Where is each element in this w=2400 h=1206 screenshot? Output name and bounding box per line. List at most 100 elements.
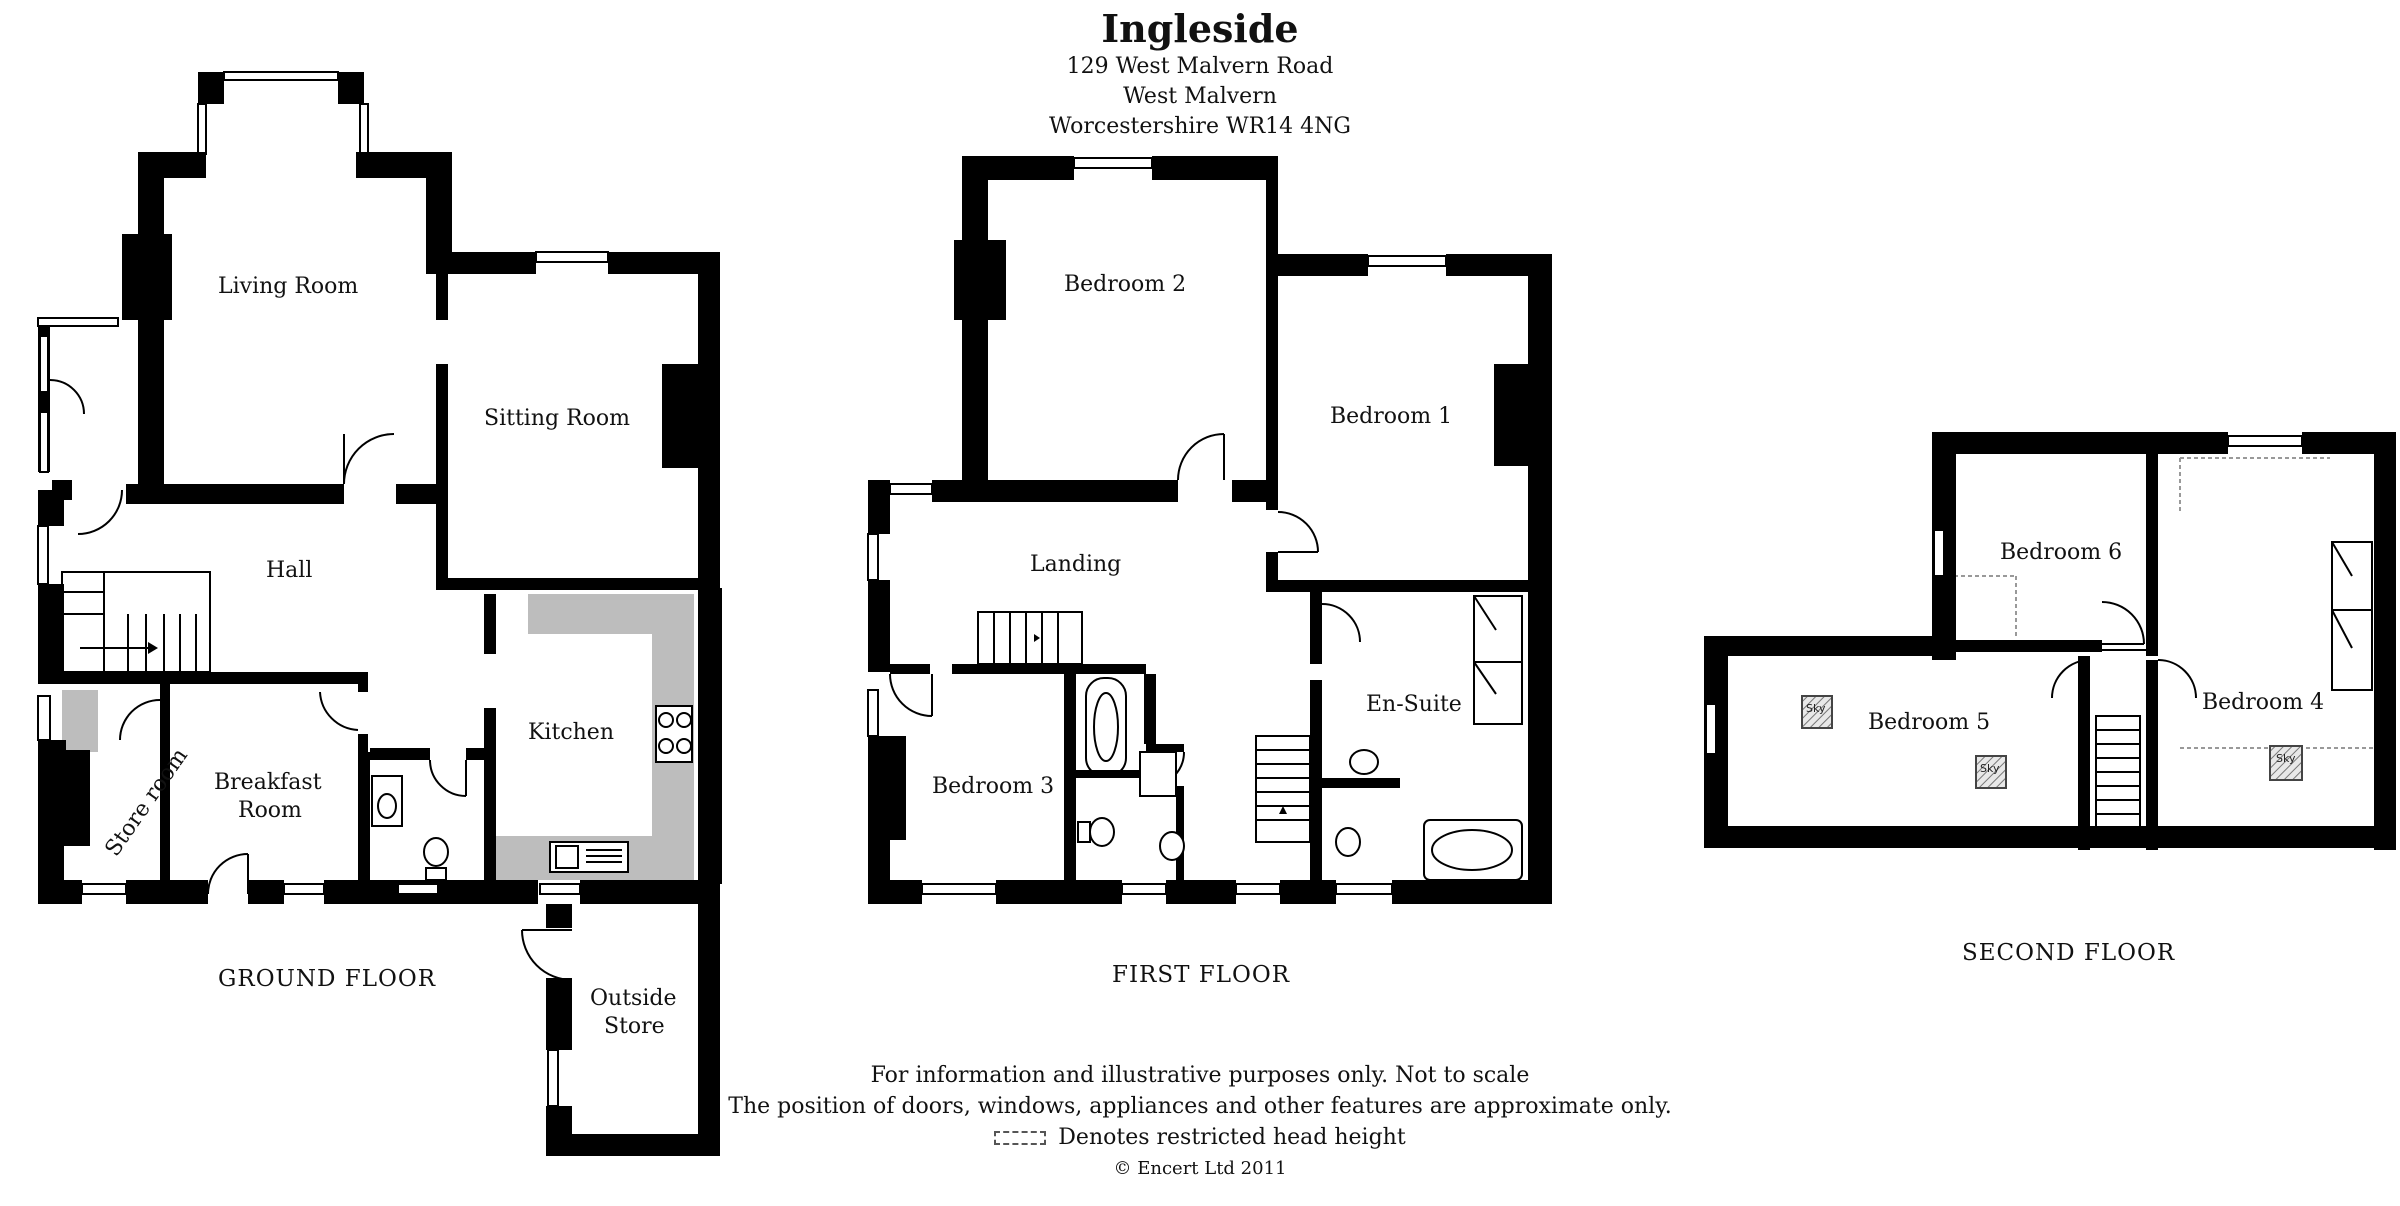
toilet-cistern <box>425 867 447 881</box>
wall <box>484 708 496 882</box>
wall <box>38 880 82 904</box>
wall <box>1528 254 1552 902</box>
wall <box>1146 744 1184 752</box>
wall <box>1446 254 1550 276</box>
wall <box>426 152 452 254</box>
wall <box>138 152 164 234</box>
wall <box>1266 156 1278 254</box>
chimney-breast <box>1494 364 1534 466</box>
door-swing <box>521 929 573 981</box>
wall <box>1392 880 1552 904</box>
kitchen-worktop-top <box>528 594 652 634</box>
skylight-label: Sky <box>2276 752 2296 765</box>
wall <box>484 594 496 654</box>
chimney-breast <box>954 240 1006 320</box>
wall <box>1144 674 1156 744</box>
staircase <box>61 571 211 673</box>
room-label-bedroom-4: Bedroom 4 <box>2202 690 2325 715</box>
bath-tub <box>1093 692 1119 762</box>
sink <box>549 841 629 873</box>
wall <box>160 684 170 904</box>
wall <box>868 580 890 672</box>
window <box>223 71 339 81</box>
door-swing <box>2101 601 2145 645</box>
stair-arrow <box>148 642 158 654</box>
room-label-breakfast-line1: Breakfast <box>214 770 322 795</box>
address-line-3: Worcestershire WR14 4NG <box>1049 114 1351 139</box>
skylight-bedroom-4 <box>2269 745 2303 781</box>
door-swing <box>77 489 123 535</box>
room-label-living-room: Living Room <box>218 274 359 299</box>
wardrobe <box>1473 595 1523 725</box>
wall <box>890 664 930 674</box>
disclaimer-line-1: For information and illustrative purpose… <box>870 1063 1530 1088</box>
window <box>1073 157 1153 169</box>
wall <box>1278 254 1368 276</box>
wall <box>698 252 720 588</box>
wall <box>38 490 64 526</box>
wall <box>1322 778 1400 788</box>
room-label-outside-store-line1: Outside <box>590 986 677 1011</box>
address-line-2: West Malvern <box>1123 84 1277 109</box>
wall <box>1464 580 1528 592</box>
stair-arrow <box>1279 806 1287 814</box>
room-label-bedroom-6: Bedroom 6 <box>2000 540 2123 565</box>
wall <box>496 880 538 904</box>
wall <box>62 672 368 684</box>
room-label-outside-store-line2: Store <box>604 1014 665 1039</box>
door-swing <box>119 699 161 741</box>
landing-staircase <box>977 611 1083 665</box>
wall <box>698 588 722 884</box>
window <box>539 883 581 895</box>
window <box>1235 883 1281 895</box>
disclaimer-line-2: The position of doors, windows, applianc… <box>728 1094 1672 1119</box>
bath-tub <box>1431 829 1513 871</box>
wall <box>1280 880 1336 904</box>
wall <box>38 584 64 684</box>
wall <box>1956 640 2102 652</box>
wall <box>1166 880 1236 904</box>
room-label-bedroom-1: Bedroom 1 <box>1330 404 1453 429</box>
toilet-cistern <box>1077 821 1091 843</box>
floor-label-first: FIRST FLOOR <box>1112 962 1291 988</box>
room-label-sitting-room: Sitting Room <box>484 406 630 431</box>
wall <box>546 1134 720 1156</box>
door-swing <box>889 673 933 717</box>
room-label-hall: Hall <box>266 558 313 583</box>
room-label-bedroom-5: Bedroom 5 <box>1868 710 1991 735</box>
wall <box>1064 664 1076 904</box>
toilet <box>1335 827 1361 857</box>
wall <box>2078 656 2090 850</box>
wall <box>1232 480 1278 502</box>
toilet <box>1089 817 1115 847</box>
second-floor-plan <box>1704 432 2396 850</box>
wall <box>580 880 720 904</box>
wall <box>1704 826 2396 848</box>
window <box>2227 435 2303 447</box>
window <box>39 411 49 473</box>
wall <box>546 904 572 928</box>
door-swing <box>1177 433 1225 481</box>
door-swing <box>429 759 467 797</box>
wall <box>436 364 448 590</box>
chimney-breast <box>122 234 172 320</box>
wall <box>2146 660 2158 850</box>
wall <box>370 748 430 760</box>
wall <box>126 880 208 904</box>
door-swing <box>1321 603 1361 643</box>
disclaimer-block: For information and illustrative purpose… <box>0 1060 2400 1184</box>
window <box>535 251 609 263</box>
wall <box>396 484 446 504</box>
skylight-bedroom-5-a <box>1801 695 1833 729</box>
skylight-label: Sky <box>1980 762 2000 775</box>
wall <box>1152 156 1268 180</box>
door-swing <box>2051 659 2091 699</box>
address-line-1: 129 West Malvern Road <box>1066 54 1334 79</box>
room-label-kitchen: Kitchen <box>528 720 614 745</box>
wall <box>440 880 496 904</box>
window <box>197 103 207 155</box>
legend-text: Denotes restricted head height <box>1058 1125 1406 1150</box>
wall <box>2374 432 2396 850</box>
door-swing <box>1277 511 1319 553</box>
